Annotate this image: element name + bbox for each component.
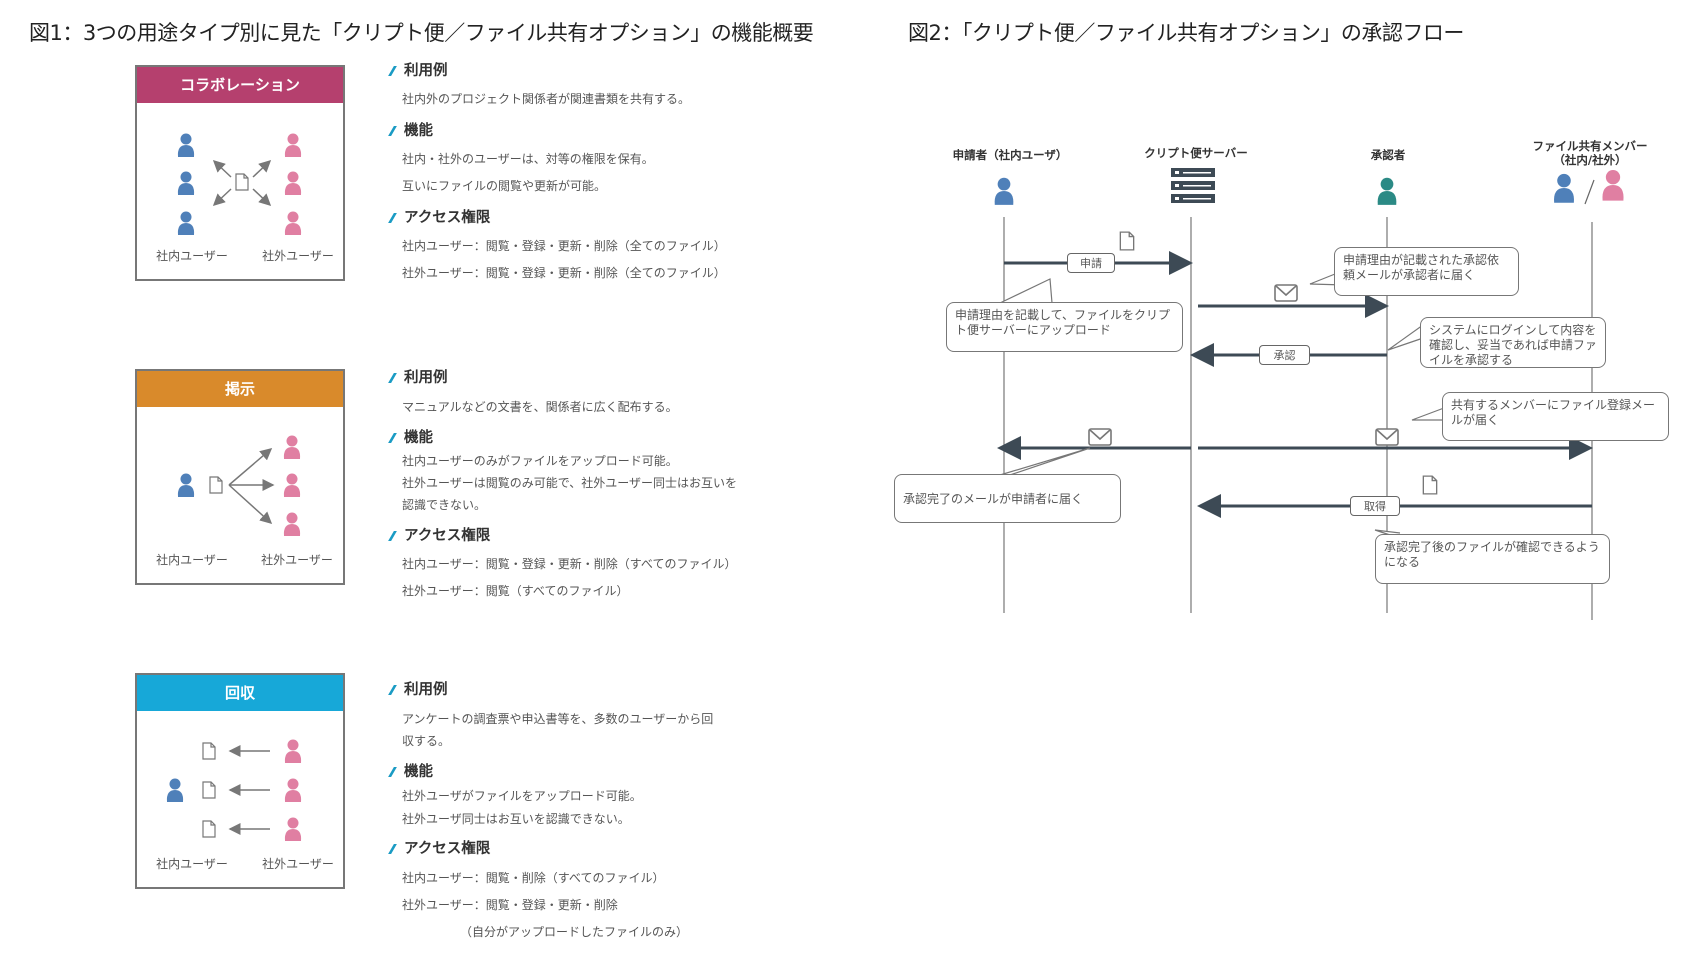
external-user-label: 社外ユーザー (261, 553, 333, 567)
file-available-callout: 承認完了後のファイルが確認できるようになる (1375, 534, 1610, 584)
completion-mail-callout: 承認完了のメールが申請者に届く (894, 474, 1121, 523)
collection-illustration (166, 739, 302, 841)
access-text: 社内ユーザー：閲覧・登録・更新・削除（すべてのファイル） (402, 557, 737, 571)
collaboration-illustration (177, 133, 302, 235)
bidirectional-arrows (212, 159, 272, 207)
approve-message-label: 承認 (1259, 345, 1310, 365)
collaboration-card: コラボレーション 社内ユーザー 社外ユーザー (135, 65, 345, 281)
function-text: 社内ユーザーのみがファイルをアップロード可能。 (402, 454, 678, 468)
applicant-label: 申請者（社内ユーザ） (952, 148, 1068, 162)
internal-user-label: 社内ユーザー (156, 249, 228, 263)
internal-member-icon (1554, 173, 1574, 203)
bulletin-card: 掲示 社内ユーザー 社外ユーザー (135, 369, 345, 585)
internal-user-label: 社内ユーザー (156, 857, 228, 871)
function-text: 社外ユーザーは閲覧のみ可能で、社外ユーザー同士はお互いを (402, 476, 738, 490)
usage-text: アンケートの調査票や申込書等を、多数のユーザーから回 (402, 712, 714, 726)
approver-icon (1377, 177, 1397, 205)
function-heading: 機能 (391, 119, 433, 140)
usage-heading: 利用例 (391, 678, 448, 699)
registration-mail-callout: 共有するメンバーにファイル登録メールが届く (1442, 392, 1669, 441)
document-icon (1422, 475, 1438, 495)
card-header: 掲示 (137, 371, 343, 407)
request-mail-callout: 申請理由が記載された承認依頼メールが承認者に届く (1334, 247, 1519, 296)
access-heading: アクセス権限 (391, 524, 490, 545)
internal-user-label: 社内ユーザー (156, 553, 228, 567)
usage-text: 収する。 (402, 734, 451, 748)
card-header: 回収 (137, 675, 343, 711)
usage-heading: 利用例 (391, 59, 448, 80)
usage-heading: 利用例 (391, 366, 448, 387)
server-icon (1171, 168, 1215, 203)
document-icon (1119, 231, 1135, 251)
distribution-arrows (228, 448, 275, 525)
mail-icon (1274, 284, 1298, 302)
function-text: 社外ユーザがファイルをアップロード可能。 (402, 789, 642, 803)
approve-callout: システムにログインして内容を確認し、妥当であれば申請ファイルを承認する (1420, 317, 1606, 368)
function-heading: 機能 (391, 426, 433, 447)
access-heading: アクセス権限 (391, 206, 490, 227)
figure1-title: 図1：3つの用途タイプ別に見た「クリプト便／ファイル共有オプション」の機能概要 (29, 21, 814, 45)
access-text: 社内ユーザー：閲覧・削除（すべてのファイル） (402, 871, 665, 885)
access-text: 社外ユーザー：閲覧・登録・更新・削除（全てのファイル） (402, 266, 726, 280)
external-user-label: 社外ユーザー (262, 249, 334, 263)
function-text: 認識できない。 (402, 498, 487, 512)
collection-card: 回収 社内ユーザー 社外ユーザー (135, 673, 345, 889)
applicant-icon (994, 177, 1014, 205)
external-user-label: 社外ユーザー (262, 857, 334, 871)
access-text: 社外ユーザー：閲覧（すべてのファイル） (402, 584, 629, 598)
slash-divider (1584, 179, 1595, 205)
external-member-icon (1602, 170, 1624, 201)
function-text: 社内・社外のユーザーは、対等の権限を保有。 (402, 152, 654, 166)
figure2-title: 図2：「クリプト便／ファイル共有オプション」の承認フロー (908, 21, 1464, 45)
usage-text: マニュアルなどの文書を、関係者に広く配布する。 (402, 400, 678, 414)
access-heading: アクセス権限 (391, 837, 490, 858)
mail-icon (1375, 428, 1399, 446)
upload-callout: 申請理由を記載して、ファイルをクリプト便サーバーにアップロード (946, 302, 1183, 352)
function-text: 互いにファイルの閲覧や更新が可能。 (402, 179, 607, 193)
server-label: クリプト便サーバー (1144, 146, 1248, 160)
usage-text: 社内外のプロジェクト関係者が関連書類を共有する。 (402, 92, 691, 106)
bulletin-illustration (177, 435, 301, 536)
function-text: 社外ユーザ同士はお互いを認識できない。 (402, 812, 630, 826)
collection-arrows (228, 745, 270, 835)
mail-icon (1088, 428, 1112, 446)
access-text: 社外ユーザー：閲覧・登録・更新・削除 (402, 898, 618, 912)
approver-label: 承認者 (1370, 148, 1406, 162)
access-text: （自分がアップロードしたファイルのみ） (460, 925, 689, 939)
access-text: 社内ユーザー：閲覧・登録・更新・削除（全てのファイル） (402, 239, 726, 253)
members-label: ファイル共有メンバー （社内/社外） (1532, 139, 1648, 167)
apply-message-label: 申請 (1067, 253, 1115, 273)
fetch-message-label: 取得 (1350, 496, 1400, 516)
card-header: コラボレーション (137, 67, 343, 103)
function-heading: 機能 (391, 760, 433, 781)
